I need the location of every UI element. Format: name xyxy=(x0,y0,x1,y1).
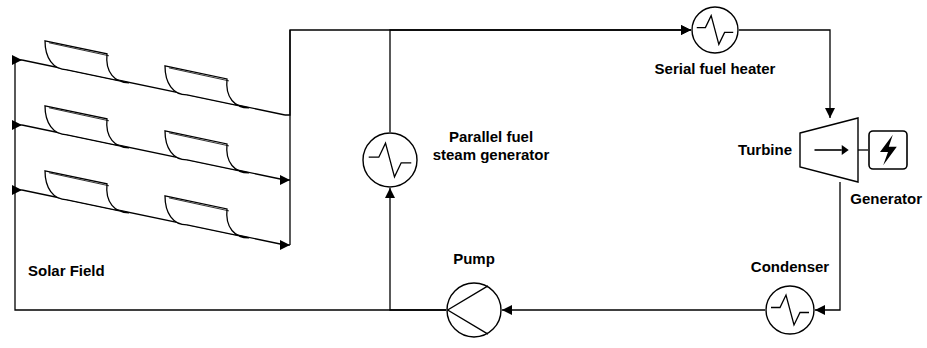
coil-zigzag xyxy=(771,295,809,325)
turbine-arrow xyxy=(815,149,842,151)
label-holder: Parallel fuel steam generator xyxy=(426,128,556,164)
flow-connector xyxy=(815,182,840,310)
circle-outline xyxy=(447,283,501,337)
component-symbol: Serial fuel heater xyxy=(691,6,739,54)
symbol-outline xyxy=(362,132,418,188)
solar-field: Solar Field xyxy=(22,50,285,255)
circle-outline xyxy=(363,133,417,187)
label-holder: Pump xyxy=(424,250,524,268)
symbol-outline xyxy=(868,130,908,170)
symbol-outline xyxy=(691,6,739,54)
label-holder: Condenser xyxy=(730,258,850,276)
lightning-bolt xyxy=(880,135,897,165)
flow-connector xyxy=(390,188,446,310)
trough-collector xyxy=(165,131,249,173)
label-holder: Serial fuel heater xyxy=(635,60,795,78)
component-symbol: Turbine xyxy=(800,118,858,182)
trough-collector xyxy=(45,106,129,148)
label-holder: Generator xyxy=(822,190,922,208)
coil-zigzag xyxy=(369,143,412,177)
collector-inlet xyxy=(283,179,290,180)
component-symbol: Parallel fuel steam generator xyxy=(362,132,418,188)
component-symbol: Generator xyxy=(868,130,908,170)
label-holder: Turbine xyxy=(702,141,792,159)
component-symbol: Condenser xyxy=(765,285,815,335)
feeder-inlet xyxy=(15,124,22,125)
component-label: Generator xyxy=(822,190,922,208)
circle-outline xyxy=(692,7,738,53)
component-label: Condenser xyxy=(730,258,850,276)
trough-collector xyxy=(165,196,249,238)
flow-connector xyxy=(15,60,446,310)
label-holder: Solar Field xyxy=(28,262,158,280)
generator-box xyxy=(869,131,907,169)
turbine-body xyxy=(800,118,858,182)
component-label: Pump xyxy=(424,250,524,268)
flow-connector xyxy=(390,30,691,132)
trough-collector xyxy=(165,66,249,108)
turbine-arrow-head xyxy=(842,145,849,155)
component-label: Turbine xyxy=(702,141,792,159)
component-label: Solar Field xyxy=(28,262,158,280)
symbol-outline xyxy=(800,118,858,182)
component-label: Parallel fuel steam generator xyxy=(426,128,556,164)
component-label: Serial fuel heater xyxy=(635,60,795,78)
component-symbol: Pump xyxy=(446,282,502,338)
symbol-outline xyxy=(765,285,815,335)
coil-zigzag xyxy=(697,16,733,45)
circle-outline xyxy=(766,286,814,334)
symbol-outline xyxy=(446,282,502,338)
feeder-inlet xyxy=(15,189,22,190)
pump-impeller xyxy=(448,286,488,334)
flow-connector xyxy=(285,30,691,115)
trough-collector xyxy=(45,41,129,83)
flow-connector xyxy=(502,309,765,310)
trough-collector xyxy=(45,171,129,213)
collector-inlet xyxy=(283,244,290,245)
flow-connector xyxy=(858,149,868,150)
